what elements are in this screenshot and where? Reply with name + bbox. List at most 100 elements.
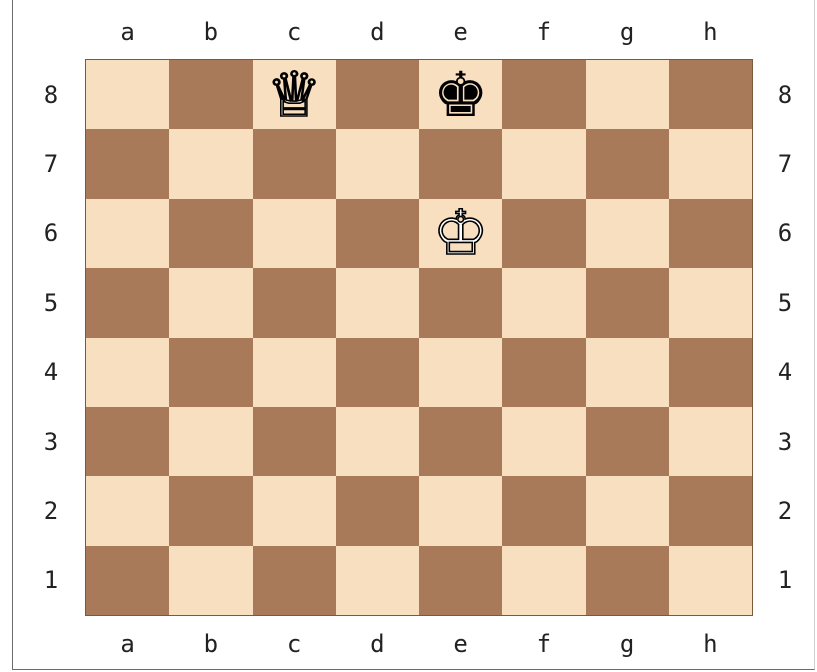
square-g2[interactable] [586, 476, 669, 545]
square-g5[interactable] [586, 268, 669, 337]
file-label: b [169, 624, 252, 664]
square-h2[interactable] [669, 476, 752, 545]
square-e4[interactable] [419, 338, 502, 407]
square-c8[interactable]: ♕ [253, 60, 336, 129]
square-h1[interactable] [669, 546, 752, 615]
file-labels-bottom: a b c d e f g h [86, 624, 752, 664]
square-e5[interactable] [419, 268, 502, 337]
square-e2[interactable] [419, 476, 502, 545]
square-e3[interactable] [419, 407, 502, 476]
rank-label: 6 [760, 199, 810, 268]
square-f5[interactable] [502, 268, 585, 337]
rank-label: 8 [26, 60, 76, 129]
square-h6[interactable] [669, 199, 752, 268]
rank-label: 5 [26, 268, 76, 337]
rank-label: 4 [760, 338, 810, 407]
square-g3[interactable] [586, 407, 669, 476]
square-c6[interactable] [253, 199, 336, 268]
square-a1[interactable] [86, 546, 169, 615]
square-d6[interactable] [336, 199, 419, 268]
file-label: d [336, 12, 419, 52]
square-f3[interactable] [502, 407, 585, 476]
square-b8[interactable] [169, 60, 252, 129]
square-h3[interactable] [669, 407, 752, 476]
square-b6[interactable] [169, 199, 252, 268]
square-d7[interactable] [336, 129, 419, 198]
file-label: d [336, 624, 419, 664]
square-a2[interactable] [86, 476, 169, 545]
square-e7[interactable] [419, 129, 502, 198]
square-b3[interactable] [169, 407, 252, 476]
file-label: b [169, 12, 252, 52]
square-a3[interactable] [86, 407, 169, 476]
square-h4[interactable] [669, 338, 752, 407]
rank-label: 3 [760, 407, 810, 476]
black-king-icon[interactable]: ♚ [433, 64, 489, 126]
square-e6[interactable]: ♔ [419, 199, 502, 268]
square-b5[interactable] [169, 268, 252, 337]
white-queen-icon[interactable]: ♕ [266, 64, 322, 126]
file-label: c [253, 624, 336, 664]
square-c7[interactable] [253, 129, 336, 198]
square-f4[interactable] [502, 338, 585, 407]
square-d8[interactable] [336, 60, 419, 129]
square-b7[interactable] [169, 129, 252, 198]
rank-label: 3 [26, 407, 76, 476]
rank-label: 7 [26, 129, 76, 198]
square-g8[interactable] [586, 60, 669, 129]
white-king-icon[interactable]: ♔ [433, 202, 489, 264]
file-label: c [253, 12, 336, 52]
square-g7[interactable] [586, 129, 669, 198]
square-d5[interactable] [336, 268, 419, 337]
square-d2[interactable] [336, 476, 419, 545]
square-a8[interactable] [86, 60, 169, 129]
square-c4[interactable] [253, 338, 336, 407]
file-label: e [419, 624, 502, 664]
square-d3[interactable] [336, 407, 419, 476]
square-d1[interactable] [336, 546, 419, 615]
square-g6[interactable] [586, 199, 669, 268]
square-d4[interactable] [336, 338, 419, 407]
file-label: h [669, 624, 752, 664]
square-g1[interactable] [586, 546, 669, 615]
file-label: f [502, 12, 585, 52]
file-label: a [86, 624, 169, 664]
square-b1[interactable] [169, 546, 252, 615]
square-c5[interactable] [253, 268, 336, 337]
square-f8[interactable] [502, 60, 585, 129]
square-c3[interactable] [253, 407, 336, 476]
chess-board: ♕ ♚ ♔ [86, 60, 752, 615]
square-f1[interactable] [502, 546, 585, 615]
square-h8[interactable] [669, 60, 752, 129]
rank-label: 2 [760, 476, 810, 545]
square-c1[interactable] [253, 546, 336, 615]
square-e8[interactable]: ♚ [419, 60, 502, 129]
rank-label: 7 [760, 129, 810, 198]
rank-label: 8 [760, 60, 810, 129]
square-c2[interactable] [253, 476, 336, 545]
file-label: h [669, 12, 752, 52]
rank-label: 1 [760, 546, 810, 615]
file-labels-top: a b c d e f g h [86, 12, 752, 52]
square-h5[interactable] [669, 268, 752, 337]
rank-label: 5 [760, 268, 810, 337]
square-b4[interactable] [169, 338, 252, 407]
square-g4[interactable] [586, 338, 669, 407]
square-h7[interactable] [669, 129, 752, 198]
rank-label: 2 [26, 476, 76, 545]
square-f2[interactable] [502, 476, 585, 545]
rank-label: 6 [26, 199, 76, 268]
file-label: e [419, 12, 502, 52]
square-a7[interactable] [86, 129, 169, 198]
file-label: a [86, 12, 169, 52]
square-e1[interactable] [419, 546, 502, 615]
square-a4[interactable] [86, 338, 169, 407]
file-label: g [586, 12, 669, 52]
rank-label: 4 [26, 338, 76, 407]
square-a6[interactable] [86, 199, 169, 268]
square-f7[interactable] [502, 129, 585, 198]
file-label: f [502, 624, 585, 664]
square-f6[interactable] [502, 199, 585, 268]
square-b2[interactable] [169, 476, 252, 545]
square-a5[interactable] [86, 268, 169, 337]
